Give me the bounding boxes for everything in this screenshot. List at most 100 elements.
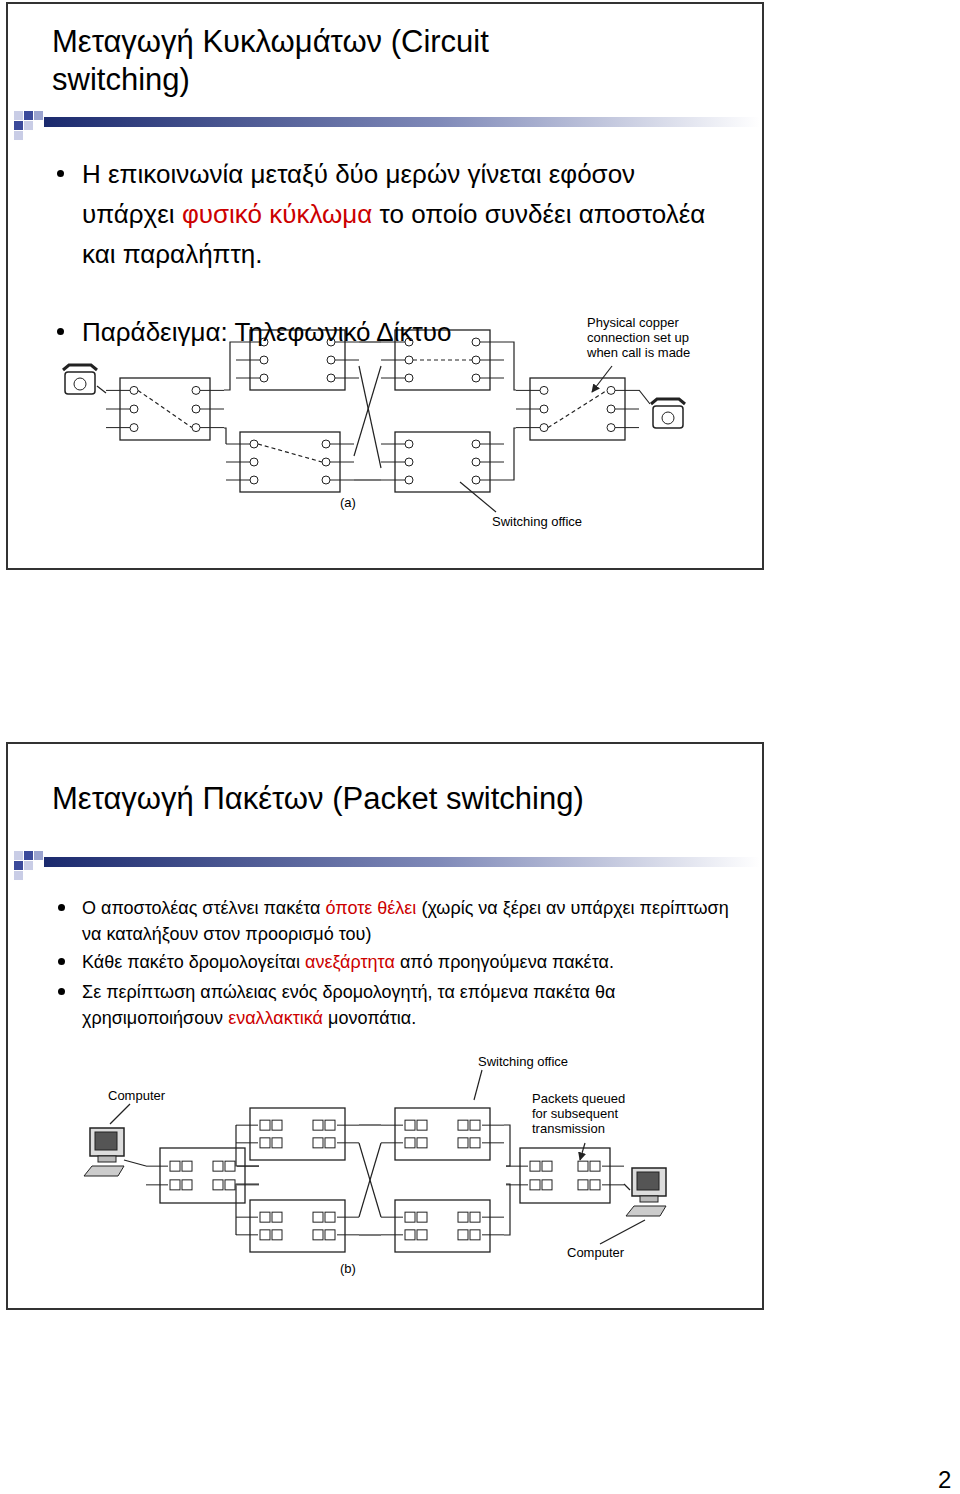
line-stub [381,1217,403,1218]
packet-queue [260,1212,270,1222]
contact [322,476,330,484]
office-box [250,1200,345,1252]
bar-square [14,851,23,860]
line-stub [482,1217,504,1218]
line-stub [335,360,359,361]
contact [250,440,258,448]
trunk-wire [359,1143,381,1217]
contact [472,356,480,364]
contact [405,374,413,382]
contact [192,405,200,413]
bullet-text: Σε περίπτωση απώλειας ενός δρομολογητή, … [82,979,747,1031]
line-stub [330,462,354,463]
packet-queue [458,1120,468,1130]
slide-frame: Μεταγωγή Κυκλωμάτων (Circuit switching)Η… [6,2,764,570]
line-stub [337,1234,359,1235]
trunk-wire [354,479,381,480]
bullet-text: Ο αποστολέας στέλνει πακέταόποτε θέλει(χ… [82,895,747,947]
switching-office [236,1200,359,1252]
bullet-dot [57,170,64,177]
trunk-wire [359,366,381,468]
line-stub [226,480,250,481]
leader-line [110,1104,130,1124]
trunk-wire [504,342,516,390]
office-box [120,378,210,440]
packet-queue [470,1138,480,1148]
packet-queue [325,1230,335,1240]
line-stub [480,342,504,343]
line-stub [236,1234,258,1235]
packet-queue [272,1120,282,1130]
trunk-wire [224,428,226,444]
contact [607,386,615,394]
internal-connection [548,390,607,427]
contact [130,386,138,394]
line-stub [200,427,224,428]
packet-queue [578,1180,588,1190]
line-stub [615,390,639,391]
body-text: το οποίο συνδέει αποστολέα και παραλήπτη… [82,199,705,269]
line-stub [482,1125,504,1126]
contact [192,424,200,432]
contact [472,440,480,448]
figure-label: Switching office [492,515,612,530]
contact [260,374,268,382]
trunk-wire [504,1125,510,1166]
trunk-wire [236,1125,259,1166]
packet-queue [260,1138,270,1148]
contact [540,405,548,413]
bar-square [14,871,23,880]
packet-queue [590,1180,600,1190]
contact [472,458,480,466]
body-text: Παράδειγμα: Τηλεφωνικό Δίκτυο [82,317,451,347]
trunk-wire [504,428,516,480]
telephone-icon [63,365,97,394]
packet-queue [458,1138,468,1148]
contact [260,356,268,364]
contact [405,356,413,364]
leader-line [474,1070,482,1100]
highlight-text: φυσικό κύκλωμα [182,199,372,229]
packet-queue [225,1161,235,1171]
trunk-wire [359,1124,381,1125]
office-box [520,1148,610,1203]
trunk-wire [224,342,236,390]
line-stub [330,480,354,481]
packet-queue [313,1138,323,1148]
bar-square [14,111,23,120]
trunk-wire [354,366,381,456]
packet-queue [182,1161,192,1171]
line-stub [226,444,250,445]
leader-line [592,366,612,392]
line-stub [381,1125,403,1126]
internal-connection [138,390,192,427]
line-stub [236,378,260,379]
packet-queue [325,1212,335,1222]
contact [192,386,200,394]
switching-office [226,432,354,492]
packet-queue [272,1138,282,1148]
internal-connection [258,444,322,462]
packet-queue [417,1120,427,1130]
line-stub [236,1217,258,1218]
contact [130,424,138,432]
bar-square [34,851,43,860]
trunk-wire [236,1184,259,1235]
leader-line [600,1220,645,1244]
gradient-bar [44,857,760,867]
line-stub [615,409,639,410]
bullet-dot [58,958,65,965]
line-stub [480,444,504,445]
packet-queue [260,1120,270,1130]
packet-queue [170,1180,180,1190]
packet-queue [213,1161,223,1171]
line-stub [236,1142,258,1143]
page-number: 2 [938,1466,958,1494]
trunk-wire [359,1143,381,1217]
figure-label: Packets queued for subsequent transmissi… [532,1092,642,1137]
switching-office [516,378,639,440]
computer-icon [626,1168,666,1216]
line-stub [381,1142,403,1143]
office-box [395,1200,490,1252]
bar-square [14,131,23,140]
